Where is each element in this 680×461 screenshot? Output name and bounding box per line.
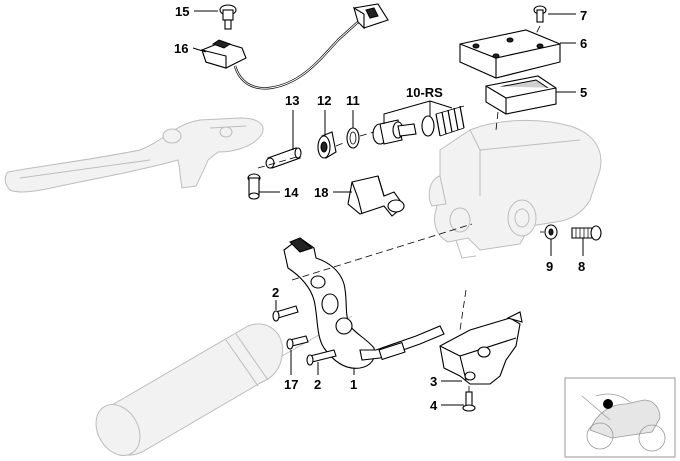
part-screw-7 xyxy=(533,5,547,23)
callout-label-1: 1 xyxy=(350,377,357,392)
callout-8: 8 xyxy=(578,238,585,274)
callout-4: 4 xyxy=(430,398,464,413)
callout-label-11: 11 xyxy=(346,93,360,108)
motorcycle-inset-thumbnail xyxy=(564,377,676,458)
callout-label-9: 9 xyxy=(546,259,553,274)
callout-1: 1 xyxy=(350,368,357,392)
part-plunger-10 xyxy=(372,105,465,145)
callout-3: 3 xyxy=(430,374,462,389)
callout-label-16: 16 xyxy=(174,41,188,56)
callout-6: 6 xyxy=(560,36,587,51)
part-screw-8 xyxy=(571,225,602,241)
part-cover-6 xyxy=(459,29,561,79)
callout-label-2b: 2 xyxy=(314,377,321,392)
part-screw-2b xyxy=(306,349,337,366)
callout-label-10-rs: 10-RS xyxy=(406,85,443,100)
callout-label-8: 8 xyxy=(578,259,585,274)
part-clip-18 xyxy=(347,175,405,217)
callout-13: 13 xyxy=(285,93,299,150)
callout-15: 15 xyxy=(175,4,218,19)
part-screw-2a xyxy=(272,305,299,322)
part-screw-4 xyxy=(462,391,476,412)
callout-2a: 2 xyxy=(272,285,279,310)
callout-label-4: 4 xyxy=(430,398,438,413)
assembly-lines xyxy=(257,25,544,392)
callout-label-6: 6 xyxy=(580,36,587,51)
part-bushing-12 xyxy=(317,131,337,159)
part-screw-15 xyxy=(219,4,237,30)
callout-7: 7 xyxy=(548,8,587,23)
part-cable-16 xyxy=(201,3,389,90)
callout-11: 11 xyxy=(346,93,360,128)
part-pin-13 xyxy=(265,147,302,169)
callout-16: 16 xyxy=(174,41,207,56)
callout-label-14: 14 xyxy=(284,185,299,200)
part-boot-5 xyxy=(485,75,557,115)
ghost-handlebar-grip xyxy=(95,315,353,456)
part-screw-14 xyxy=(247,173,261,200)
callout-14: 14 xyxy=(259,185,299,200)
callout-label-15: 15 xyxy=(175,4,189,19)
callout-label-3: 3 xyxy=(430,374,437,389)
callout-label-13: 13 xyxy=(285,93,299,108)
callout-label-5: 5 xyxy=(580,85,587,100)
callout-18: 18 xyxy=(314,185,352,200)
part-washer-9 xyxy=(544,224,558,240)
part-ring-11 xyxy=(346,127,360,149)
callout-label-7: 7 xyxy=(580,8,587,23)
callout-label-17: 17 xyxy=(284,377,298,392)
callout-2b: 2 xyxy=(314,362,321,392)
part-bracket-3 xyxy=(439,311,523,385)
callout-9: 9 xyxy=(546,239,553,274)
callout-17: 17 xyxy=(284,350,298,392)
part-screw-17 xyxy=(286,335,309,350)
callout-label-2a: 2 xyxy=(272,285,279,300)
callout-10-rs: 10-RS xyxy=(383,85,453,124)
part-lever-1 xyxy=(283,237,445,369)
ghost-brake-lever xyxy=(4,117,264,193)
callout-label-18: 18 xyxy=(314,185,328,200)
callout-5: 5 xyxy=(556,85,587,100)
callout-label-12: 12 xyxy=(317,93,331,108)
callout-12: 12 xyxy=(317,93,331,136)
